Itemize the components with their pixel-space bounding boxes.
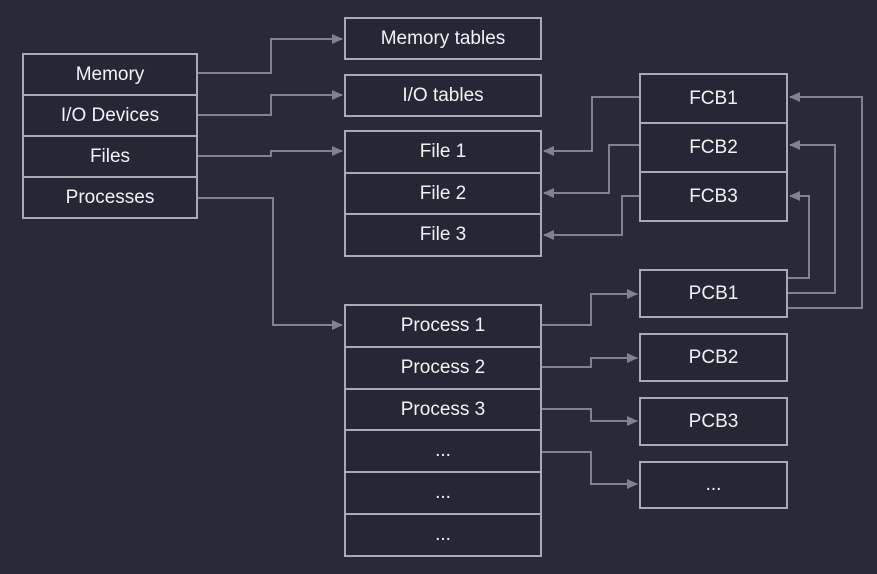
arrow-process-3-to-pcb3 xyxy=(542,408,638,426)
process-table-row-ellipsis-1: ... xyxy=(346,429,540,471)
fcb-table-row-fcb1: FCB1 xyxy=(689,87,738,109)
arrow-pcb1-to-fcb1 xyxy=(788,92,863,309)
arrow-process-1-to-pcb1 xyxy=(542,289,638,326)
resource-table: Memory I/O Devices Files Processes xyxy=(22,53,198,219)
arrow-memory-to-memory-tables xyxy=(198,34,343,74)
arrow-fcb3-to-file-3 xyxy=(543,195,639,240)
pcb-ellipsis-box: ... xyxy=(639,461,788,509)
fcb-table-row-fcb2: FCB2 xyxy=(641,122,786,171)
arrow-pcb1-to-fcb2 xyxy=(788,140,836,294)
arrow-fcb2-to-file-2 xyxy=(543,144,639,198)
process-table-row-process-3: Process 3 xyxy=(346,387,540,430)
arrow-pcb1-to-fcb3 xyxy=(788,191,810,279)
arrow-process-2-to-pcb2 xyxy=(542,353,638,368)
arrow-process-ellipsis-to-pcb-ellipsis xyxy=(542,451,638,489)
process-table-row-process-1: Process 1 xyxy=(400,314,486,336)
process-table: Process 1 Process 2 Process 3 ... ... ..… xyxy=(344,304,542,557)
file-table-row-file-2: File 2 xyxy=(346,171,540,214)
fcb-table: FCB1 FCB2 FCB3 xyxy=(639,73,788,222)
resource-table-row-processes: Processes xyxy=(24,176,196,217)
process-table-row-ellipsis-2: ... xyxy=(346,471,540,513)
arrow-fcb1-to-file-1 xyxy=(543,96,639,156)
process-table-row-process-2: Process 2 xyxy=(346,345,540,388)
resource-table-row-io-devices: I/O Devices xyxy=(24,94,196,135)
arrow-io-devices-to-io-tables xyxy=(198,90,343,116)
pcb2-box: PCB2 xyxy=(639,333,788,382)
arrow-files-to-file-1 xyxy=(198,146,343,157)
file-table: File 1 File 2 File 3 xyxy=(344,130,542,257)
resource-table-row-memory: Memory xyxy=(75,63,145,85)
io-tables-box: I/O tables xyxy=(344,74,542,117)
process-table-row-ellipsis-3: ... xyxy=(346,513,540,555)
arrow-processes-to-process-1 xyxy=(198,197,343,330)
pcb3-box: PCB3 xyxy=(639,397,788,446)
pcb1-box: PCB1 xyxy=(639,269,788,318)
memory-tables-box: Memory tables xyxy=(344,17,542,60)
fcb-table-row-fcb3: FCB3 xyxy=(641,171,786,220)
resource-table-row-files: Files xyxy=(24,135,196,176)
file-table-row-file-3: File 3 xyxy=(346,213,540,255)
file-table-row-file-1: File 1 xyxy=(419,140,467,162)
